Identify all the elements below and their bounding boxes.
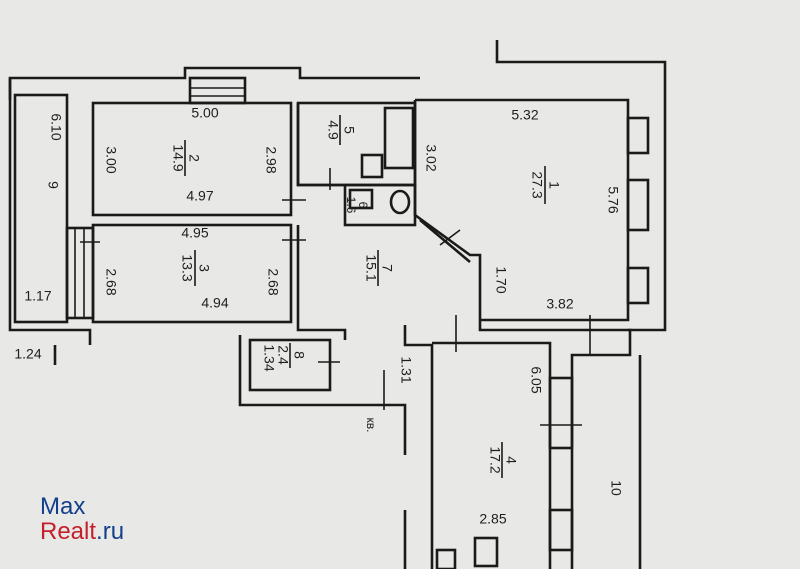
room1-bottom: 3.82 <box>546 296 573 312</box>
room3-left: 2.68 <box>103 268 119 295</box>
room1-right: 5.76 <box>605 186 621 213</box>
room3-number: 3 <box>196 264 212 272</box>
balcony-number: 9 <box>45 181 61 189</box>
watermark-logo: Max Realt.ru <box>40 493 125 545</box>
room4-side: 6.05 <box>528 366 544 393</box>
room6-number: 6 <box>356 202 370 209</box>
room6-area: 1.6 <box>344 197 358 214</box>
room4-area: 17.2 <box>487 446 503 473</box>
room7-number: 7 <box>379 264 395 272</box>
room10-number: 10 <box>608 480 624 496</box>
room3-right: 2.68 <box>265 268 281 295</box>
room3-area: 13.3 <box>179 254 195 281</box>
balcony-width: 1.17 <box>24 288 51 304</box>
room1-left: 3.02 <box>423 144 439 171</box>
balcony-length: 6.10 <box>48 113 64 140</box>
room7-area: 15.1 <box>363 254 379 281</box>
room3-bottom: 4.94 <box>201 295 228 311</box>
room1-area: 27.3 <box>529 171 545 198</box>
room8-number: 8 <box>291 351 307 359</box>
passage-width: 1.31 <box>398 356 414 383</box>
room2-number: 2 <box>186 154 202 162</box>
room5-area: 4.9 <box>325 120 341 140</box>
room2-top: 5.00 <box>191 105 218 121</box>
room1-diag: 1.70 <box>493 266 509 293</box>
walls <box>8 40 667 569</box>
room2-area: 14.9 <box>170 144 186 171</box>
room4-number: 4 <box>503 456 519 464</box>
room1-number: 1 <box>546 181 562 189</box>
passage-label: кв. <box>364 418 378 433</box>
room2-right: 2.98 <box>263 146 279 173</box>
room3-top: 4.95 <box>181 225 208 241</box>
room5-number: 5 <box>341 126 357 134</box>
room8-side: 1.34 <box>261 344 277 371</box>
room2-left: 3.00 <box>103 146 119 173</box>
room4-bottom: 2.85 <box>479 511 506 527</box>
room1-top: 5.32 <box>511 107 538 123</box>
balcony-outer: 1.24 <box>14 346 41 362</box>
room2-bottom: 4.97 <box>186 188 213 204</box>
room8-area: 2.4 <box>275 345 291 365</box>
